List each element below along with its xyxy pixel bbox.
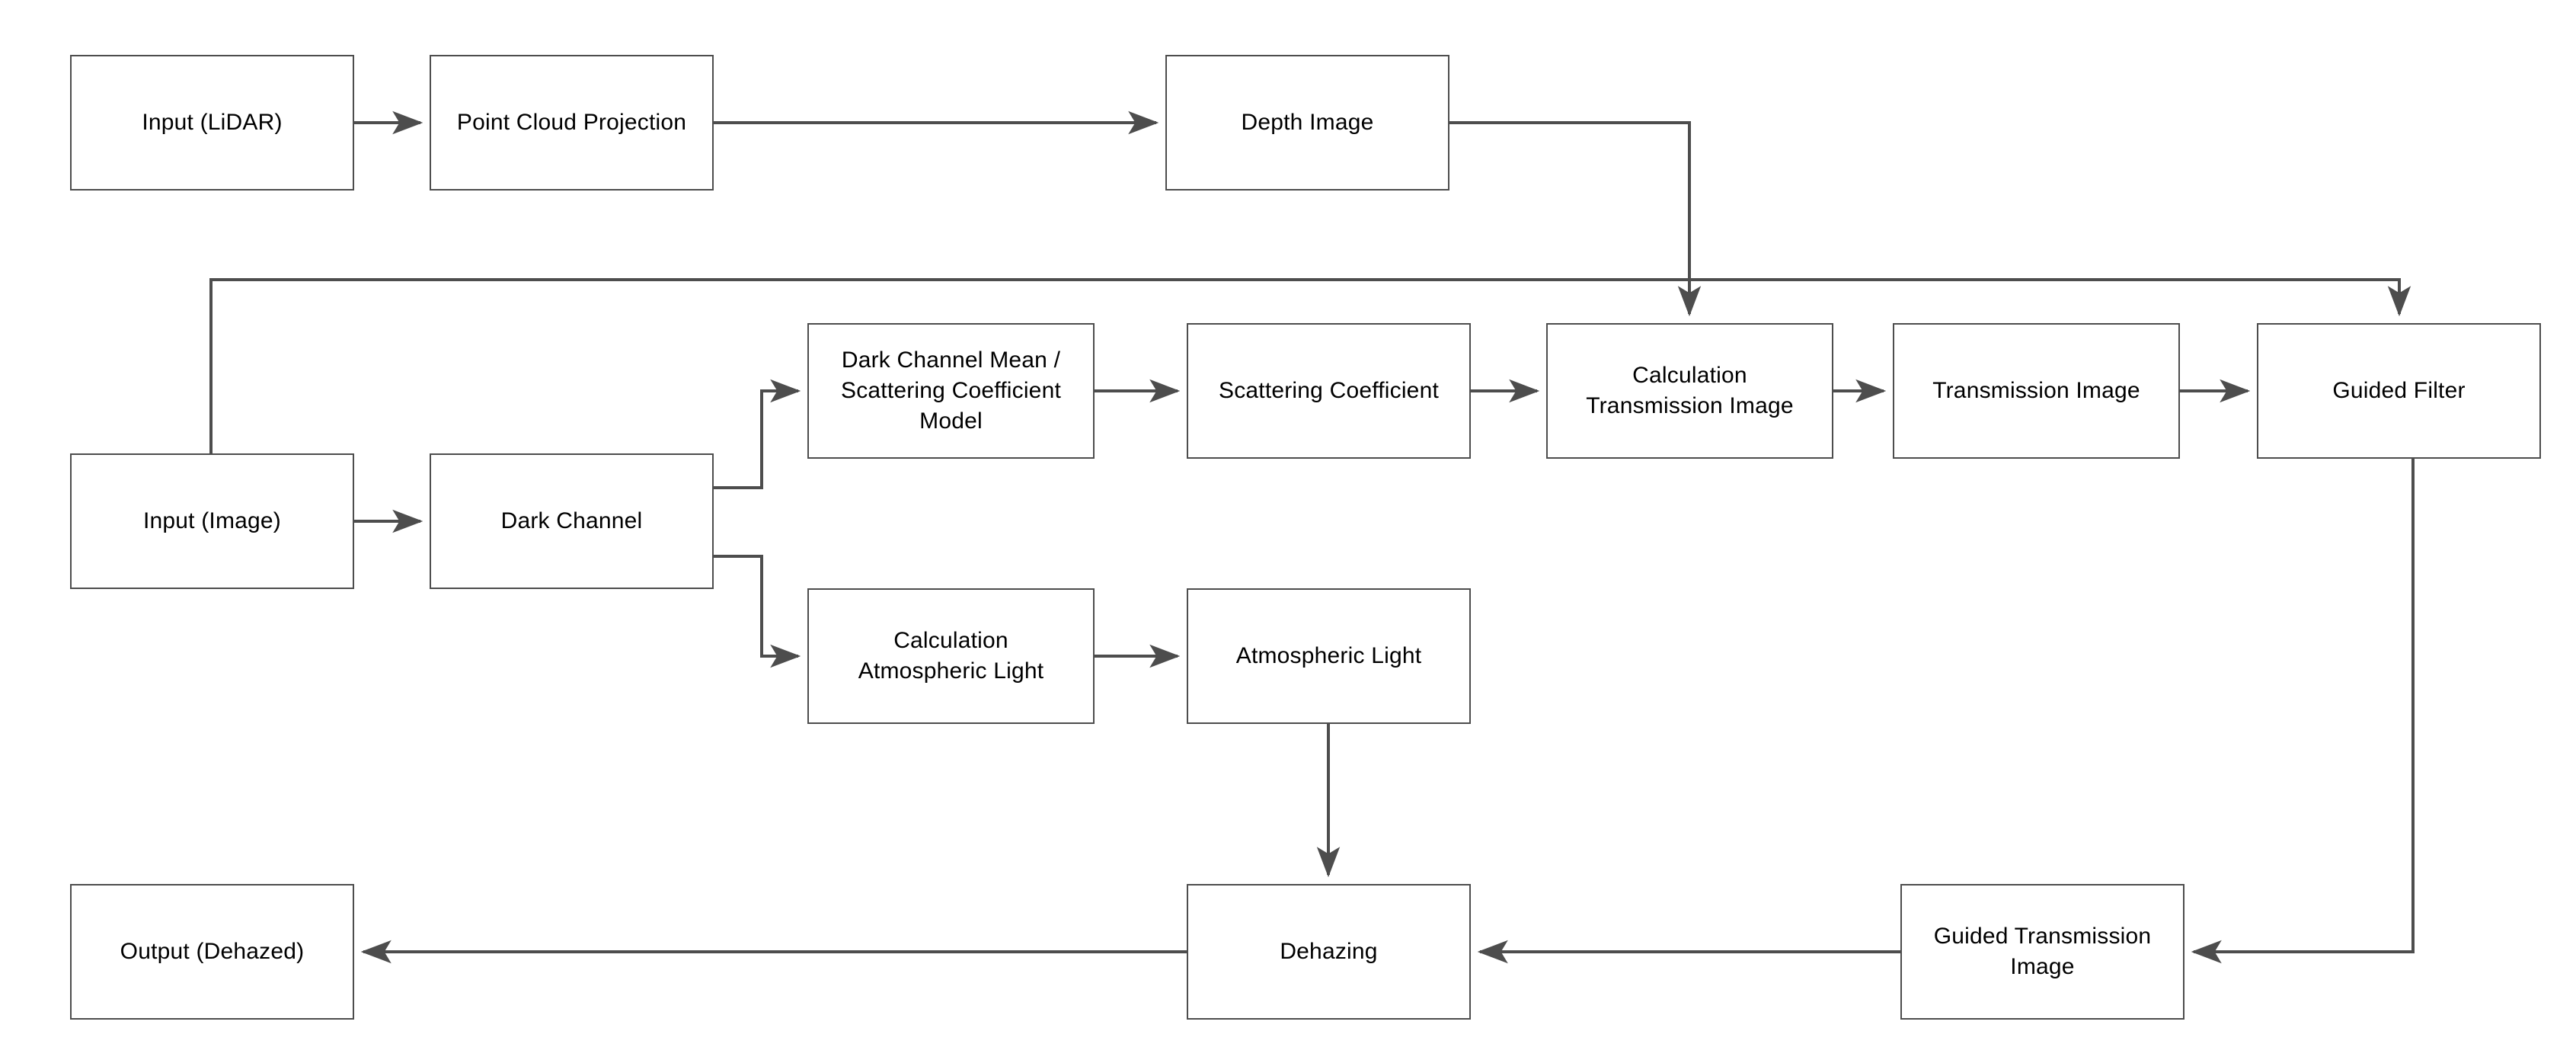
node-label: Depth Image bbox=[1241, 109, 1374, 135]
node-dc_mean_model[interactable]: Dark Channel Mean / Scattering Coefficie… bbox=[807, 323, 1095, 459]
node-label: Scattering Coefficient bbox=[1218, 377, 1439, 403]
node-input_image[interactable]: Input (Image) bbox=[70, 453, 354, 589]
node-guided_filter[interactable]: Guided Filter bbox=[2257, 323, 2541, 459]
edge-dark_channel-to-calc_atmos bbox=[714, 555, 801, 668]
node-input_lidar[interactable]: Input (LiDAR) bbox=[70, 55, 354, 191]
node-dehazing[interactable]: Dehazing bbox=[1187, 884, 1471, 1020]
node-atmos_light[interactable]: Atmospheric Light bbox=[1187, 588, 1471, 724]
node-label: Dark Channel Mean / Scattering Coefficie… bbox=[840, 347, 1061, 434]
edge-guided_filter-to-guided_trans bbox=[2191, 459, 2415, 964]
node-label: Input (Image) bbox=[142, 508, 282, 533]
node-depth_image[interactable]: Depth Image bbox=[1165, 55, 1449, 191]
node-label: Guided Filter bbox=[2332, 377, 2466, 403]
node-label: Dehazing bbox=[1280, 938, 1378, 964]
node-dark_channel[interactable]: Dark Channel bbox=[430, 453, 714, 589]
node-label: Guided Transmission Image bbox=[1933, 923, 2152, 979]
edge-depth_image-to-calc_trans bbox=[1449, 121, 1702, 317]
node-trans_image[interactable]: Transmission Image bbox=[1893, 323, 2180, 459]
node-calc_atmos[interactable]: Calculation Atmospheric Light bbox=[807, 588, 1095, 724]
node-point_cloud[interactable]: Point Cloud Projection bbox=[430, 55, 714, 191]
node-label: Point Cloud Projection bbox=[456, 109, 687, 135]
node-label: Calculation Atmospheric Light bbox=[858, 627, 1044, 684]
node-scatter_coef[interactable]: Scattering Coefficient bbox=[1187, 323, 1471, 459]
node-label: Dark Channel bbox=[500, 508, 643, 533]
node-label: Calculation Transmission Image bbox=[1586, 362, 1794, 418]
node-output_dehazed[interactable]: Output (Dehazed) bbox=[70, 884, 354, 1020]
node-label: Transmission Image bbox=[1932, 377, 2140, 403]
node-label: Output (Dehazed) bbox=[120, 938, 305, 964]
edge-dark_channel-to-dc_mean_model bbox=[714, 379, 801, 489]
node-label: Atmospheric Light bbox=[1235, 642, 1422, 668]
node-label: Input (LiDAR) bbox=[142, 109, 283, 135]
node-guided_trans[interactable]: Guided Transmission Image bbox=[1900, 884, 2184, 1020]
node-calc_trans[interactable]: Calculation Transmission Image bbox=[1546, 323, 1833, 459]
